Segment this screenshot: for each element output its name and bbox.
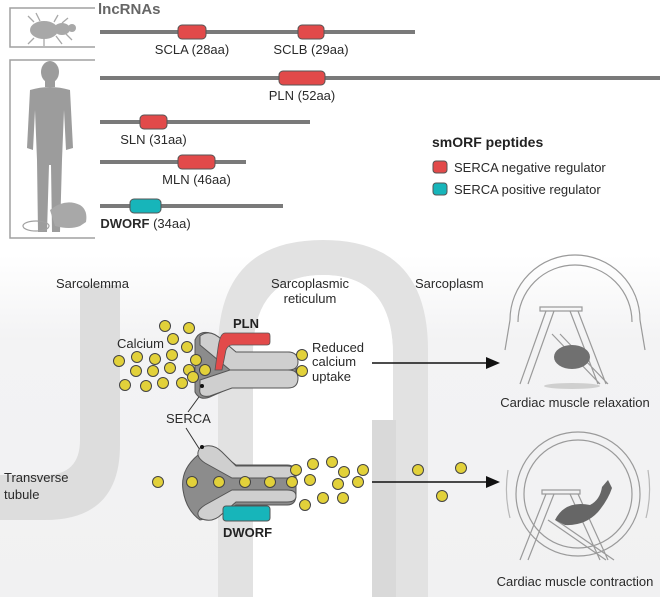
calcium-ion: [119, 379, 131, 391]
calcium-ion: [164, 362, 176, 374]
label-sarcoplasm: Sarcoplasm: [415, 276, 484, 291]
sr-wall: [372, 420, 396, 597]
calcium-ion: [307, 458, 319, 470]
dworf-peptide: [222, 505, 271, 522]
gene-label: PLN (52aa): [269, 88, 335, 103]
calcium-ion: [436, 490, 448, 502]
label-pln: PLN: [233, 316, 259, 331]
calcium-ion: [167, 333, 179, 345]
calcium-ion: [296, 349, 308, 361]
mouse-sleeping-icon: [544, 345, 600, 389]
calcium-ion: [304, 474, 316, 486]
label-reduced-3: uptake: [312, 369, 351, 384]
legend-swatch-negative: [432, 160, 448, 174]
calcium-ion: [352, 476, 364, 488]
label-tt-1: Transverse: [4, 470, 69, 485]
calcium-ion: [181, 341, 193, 353]
gene-label: MLN (46aa): [162, 172, 231, 187]
mouse-icon: [22, 202, 87, 232]
calcium-ion: [147, 365, 159, 377]
calcium-ion: [332, 478, 344, 490]
calcium-ion: [338, 466, 350, 478]
calcium-ion: [296, 365, 308, 377]
calcium-ion: [299, 499, 311, 511]
legend-label-positive: SERCA positive regulator: [454, 182, 601, 197]
legend: smORF peptides SERCA negative regulator …: [432, 134, 606, 197]
calcium-ion: [176, 377, 188, 389]
calcium-ion: [187, 371, 199, 383]
smorf-negative: [297, 24, 325, 40]
smorf-negative: [139, 114, 168, 130]
serca-leader-bottom: [185, 427, 201, 451]
fly-box: [9, 7, 95, 48]
calcium-ion: [166, 349, 178, 361]
wheel-relaxation: [504, 254, 646, 385]
gene-label: SCLB (29aa): [273, 42, 348, 57]
label-relaxation: Cardiac muscle relaxation: [500, 395, 650, 410]
label-reduced-2: calcium: [312, 354, 356, 369]
smorf-negative: [278, 70, 326, 86]
calcium-ion: [130, 365, 142, 377]
calcium-ion: [357, 464, 369, 476]
serca-pump-active: [182, 445, 297, 522]
gene-label: DWORF (34aa): [100, 216, 190, 231]
label-sr-2: reticulum: [284, 291, 337, 306]
serca-pump-inhibited: [194, 331, 299, 399]
arrow-contraction: [372, 476, 500, 488]
calcium-ion: [199, 364, 211, 376]
label-dworf: DWORF: [223, 525, 272, 540]
sr-membrane: [218, 240, 428, 597]
calcium-ion: [326, 456, 338, 468]
fly-icon: [27, 12, 76, 46]
calcium-ion: [264, 476, 276, 488]
calcium-ion: [190, 354, 202, 366]
legend-title: smORF peptides: [432, 134, 543, 150]
calcium-ions: [113, 320, 467, 511]
legend-swatch-positive: [432, 182, 448, 196]
calcium-ion: [286, 476, 298, 488]
calcium-ion: [239, 476, 251, 488]
lncrna-lines: SCLA (28aa) SCLB (29aa) PLN (52aa) SLN (31a…: [100, 24, 660, 231]
calcium-ion: [131, 351, 143, 363]
pln-peptide: [214, 332, 271, 371]
label-serca: SERCA: [166, 411, 211, 426]
gene-label: SLN (31aa): [120, 132, 186, 147]
calcium-ion: [157, 377, 169, 389]
calcium-ion: [159, 320, 171, 332]
label-sarcolemma: Sarcolemma: [56, 276, 130, 291]
label-contraction: Cardiac muscle contraction: [497, 574, 654, 589]
legend-label-negative: SERCA negative regulator: [454, 160, 606, 175]
smorf-negative: [177, 154, 216, 170]
calcium-ion: [455, 462, 467, 474]
label-sr-1: Sarcoplasmic: [271, 276, 350, 291]
calcium-ion: [183, 322, 195, 334]
calcium-ion: [412, 464, 424, 476]
smorf-positive: [129, 198, 162, 214]
human-icon: [27, 61, 73, 232]
wheel-contraction: [505, 431, 651, 561]
calcium-ion: [317, 492, 329, 504]
calcium-ion: [213, 476, 225, 488]
calcium-ion: [140, 380, 152, 392]
gene-label: SCLA (28aa): [155, 42, 229, 57]
calcium-ion: [149, 353, 161, 365]
calcium-ion: [290, 464, 302, 476]
arrow-relaxation: [372, 357, 500, 369]
label-tt-2: tubule: [4, 487, 39, 502]
mammal-box: [9, 59, 95, 239]
label-reduced-1: Reduced: [312, 340, 364, 355]
mouse-running-icon: [555, 480, 612, 526]
calcium-ion: [152, 476, 164, 488]
lncrna-title: lncRNAs: [98, 1, 161, 18]
calcium-ion: [337, 492, 349, 504]
calcium-ion: [186, 476, 198, 488]
calcium-ion: [113, 355, 125, 367]
smorf-negative: [177, 24, 207, 40]
label-calcium: Calcium: [117, 336, 164, 351]
sarcolemma-membrane: [0, 285, 120, 520]
